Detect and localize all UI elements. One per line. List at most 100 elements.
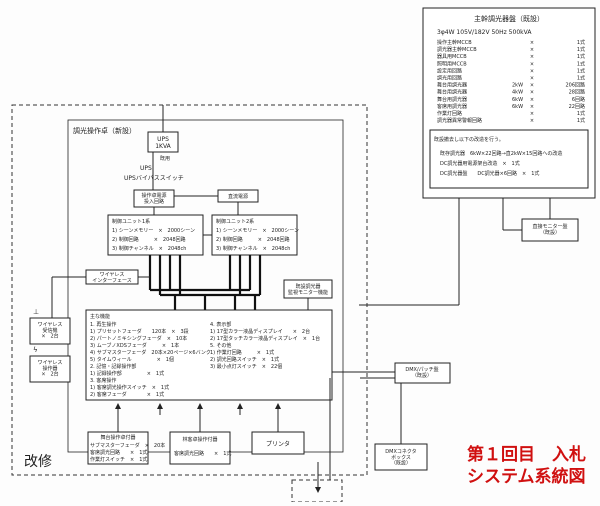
bus-drop	[173, 295, 257, 310]
main-panel-row-x: ×	[530, 61, 534, 67]
main-panel-row-qty: 1式	[577, 46, 585, 53]
main-panel-row-name: 調光器主幹MCCB	[437, 46, 477, 53]
ups-text: UPS	[140, 165, 152, 172]
main-panel-row-qty: 1式	[577, 53, 585, 60]
sub-console-title: 舞台操作卓付器	[100, 434, 135, 441]
sub-console-line-3: 作業灯スイッチ × 1式	[90, 456, 147, 463]
footer-title-1: 第１回目 入札	[467, 444, 586, 465]
func-list-item: 1) 記録操作部 × 1式	[90, 370, 164, 377]
sub-console-line-2: 客席調光回路 × 1式	[90, 449, 147, 456]
main-panel-row-name: 舞台用調光器	[437, 96, 467, 103]
main-panel-row-qty: 22回路	[569, 103, 585, 110]
ctrl1-line-3: 3) 制御チャンネル × 2048ch	[112, 245, 186, 252]
main-panel-note-1: 既存調光器 6kW×22回路→直2kW×15回路への改造	[440, 150, 562, 157]
renovation-boundary	[11, 104, 368, 476]
footer-title-2: システム系統図	[467, 466, 586, 487]
wireless-if-label: ワイヤレスインターフェース	[92, 272, 131, 284]
main-panel-row-unit: 2kW	[512, 83, 523, 89]
stage-monitor-panel: 直接モニター盤（既設）	[521, 218, 579, 242]
control-unit-2: 制御ユニット2系 1) シーンメモリー × 2000シーン 2) 制御回路 × …	[211, 214, 299, 256]
wireless-receiver: ワイヤレス受信機× 2台 ⊥	[29, 308, 71, 345]
ctrl1-title: 制御ユニット1系	[112, 218, 150, 225]
ups-bypass-text: UPSバイパススイッチ	[124, 175, 184, 182]
main-panel-row-x: ×	[530, 47, 534, 53]
main-panel-row-qty: 6回路	[572, 96, 585, 103]
func-list-item: 4. 表示部	[210, 321, 231, 328]
house-console: 林客卓操作付器 客席調光回路 × 1式	[169, 431, 231, 465]
main-panel-note-3: DC調光器盤 DC調光器×6回路 × 1式	[440, 170, 539, 177]
func-list-item: 5. その他	[210, 342, 231, 349]
main-panel-row-name: 操作主幹MCCB	[437, 39, 472, 46]
func-list-item: 2) 客席フェーダ × 1式	[90, 391, 164, 398]
main-panel-row-x: ×	[530, 111, 534, 117]
func-list-item: 4) サブマスターフェーダ 20本×20ページ×6バンク	[90, 349, 211, 356]
dmx-patch-panel: DMX/パッチ盤（既設）	[394, 362, 451, 384]
printer-label: プリンタ	[266, 440, 290, 448]
main-panel-row-qty: 1式	[577, 117, 585, 124]
monitor-func-label: 既設調光器監視モニター機能	[288, 283, 328, 296]
ctrl2-line-2: 2) 制御回路 × 2048回路	[216, 236, 290, 243]
printer-box: プリンタ	[251, 431, 305, 455]
lightning-icon: ϟ	[33, 346, 38, 354]
main-panel-row-name: 照明用MCCB	[437, 61, 467, 67]
main-panel-row-x: ×	[530, 54, 534, 60]
func-list-item: 3. 客席操作	[90, 377, 116, 384]
main-panel-row-x: ×	[530, 90, 534, 96]
func-list-item: 5) タイムウィール × 1個	[90, 356, 174, 363]
console-power-unit: 操作卓電源投入回路	[133, 189, 175, 208]
main-panel-row-x: ×	[530, 76, 534, 82]
bus-lines-1	[148, 255, 182, 295]
func-list-item: 1) 客席調光操作スイッチ × 1式	[90, 384, 169, 391]
main-panel-note-title: 既設撤去し以下の改造を行う。	[434, 136, 504, 143]
dmx-extension	[291, 479, 343, 503]
dmx-box-label: DMXコネクタボックス（既設）	[385, 448, 416, 467]
func-list-item: 1. 再生操作	[90, 321, 116, 328]
main-panel-row-x: ×	[530, 40, 534, 46]
func-list-item: 2. 記憶・記録操作部	[90, 363, 136, 370]
func-list-item: 1) プリセットフェーダ 120本 × 3段	[90, 328, 189, 335]
wireless-rx-label: ワイヤレス受信機× 2台	[38, 322, 63, 340]
ctrl2-line-1: 1) シーンメモリー × 2000シーン	[216, 228, 299, 234]
main-panel-rows: 操作主幹MCCB×1式調光器主幹MCCB×1式器具用MCCB×1式照明用MCCB…	[437, 39, 585, 124]
main-panel-row-unit: 6kW	[512, 104, 523, 110]
main-panel-row-name: 器具用MCCB	[437, 54, 467, 60]
control-unit-1: 制御ユニット1系 1) シーンメモリー × 2000シーン 2) 制御回路 × …	[107, 214, 204, 256]
dc-power-label: 直流電源	[228, 193, 248, 200]
main-panel-row-name: 舞台用調光器	[437, 82, 467, 89]
monitor-function: 既設調光器監視モニター機能	[283, 279, 333, 299]
main-panel-row-qty: 28回路	[569, 89, 585, 96]
func-list-item: 1) 作業灯回路 × 1式	[210, 349, 274, 356]
main-panel-row-qty: 1式	[577, 60, 585, 67]
main-panel-row-name: 調光用回路	[437, 75, 462, 82]
dmx-connector-box: DMXコネクタボックス（既設）	[374, 443, 428, 471]
func-list-item: 1) 17型カラー液晶ディスプレイ × 2台	[210, 328, 310, 335]
wireless-tx-label: ワイヤレス操作器× 2台	[38, 360, 63, 378]
main-panel-row-name: 客席用調光器	[437, 103, 467, 110]
func-list-item: 2) 調光回路スイッチ × 1式	[210, 356, 279, 363]
func-list-item: 3) ムーブノXDSフェーダ × 1本	[90, 342, 179, 349]
ups-note: 既用	[160, 156, 170, 162]
ctrl2-line-3: 3) 制御チャンネル × 2048ch	[216, 245, 290, 252]
main-panel-row-name: 作業灯回路	[437, 110, 462, 117]
main-panel-row-name: 調光器異常警報回路	[437, 117, 482, 124]
main-panel-row-name: 設定用回路	[437, 67, 462, 74]
main-panel-row-unit: 4kW	[512, 90, 523, 96]
main-panel-row-qty: 1式	[577, 75, 585, 82]
func-list-item: 3) 最小点灯スイッチ × 22個	[210, 363, 282, 370]
sub-console: 舞台操作卓付器 サブマスターフェーダ × 20本 客席調光回路 × 1式 作業灯…	[87, 431, 165, 465]
antenna-icon: ⊥	[33, 308, 39, 316]
ctrl1-line-2: 2) 制御回路 × 2048回路	[112, 236, 186, 243]
main-panel-title: 主幹調光器盤（既設）	[474, 14, 544, 23]
main-panel-row-qty: 1式	[577, 39, 585, 46]
console-title: 調光操作卓（新設）	[73, 126, 136, 135]
main-panel-note-2: DC調光器用電源架台改造 × 1式	[440, 160, 520, 167]
main-panel-row-x: ×	[530, 118, 534, 124]
main-panel-row-x: ×	[530, 97, 534, 103]
main-panel-row-unit: 6kW	[512, 97, 523, 103]
